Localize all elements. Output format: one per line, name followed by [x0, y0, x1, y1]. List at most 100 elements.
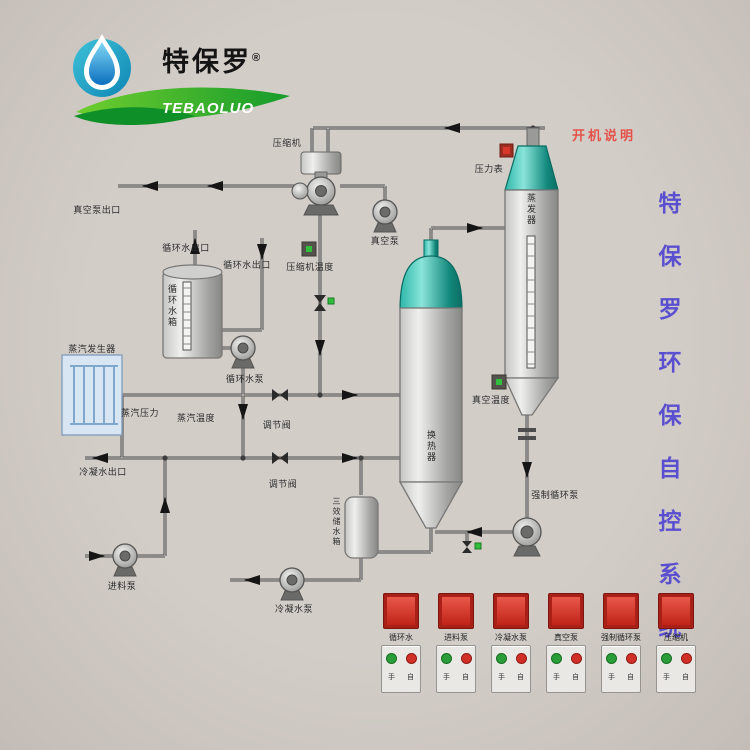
stop-button[interactable]	[625, 653, 637, 664]
label-compressor-temp: 压缩机温度	[286, 262, 334, 272]
brand-text: 特保罗	[162, 47, 252, 77]
auto-label: 自	[627, 674, 634, 681]
panel-button-box: 手自	[656, 645, 696, 693]
label-evaporator: 蒸发器	[526, 193, 536, 226]
panel-display-screen	[552, 597, 580, 625]
side-title: 特 保 罗 环 保 自 控 系 统	[656, 184, 684, 642]
label-regulating-valve-a: 调节阀	[262, 420, 292, 430]
registered-mark: ®	[252, 52, 264, 64]
label-circulating-pump: 循环水泵	[225, 374, 265, 384]
start-button[interactable]	[385, 653, 397, 664]
stop-button[interactable]	[405, 653, 417, 664]
panel-display[interactable]	[383, 593, 419, 629]
panel-label: 压缩机	[664, 633, 688, 642]
side-title-char: 控	[658, 508, 682, 534]
brand-name-en: TEBAOLUO	[162, 100, 255, 117]
pipe-junction-dots	[162, 125, 536, 461]
panel-button-box: 手自	[601, 645, 641, 693]
panel-display[interactable]	[493, 593, 529, 629]
manual-label: 手	[608, 674, 615, 681]
auto-label: 自	[407, 674, 414, 681]
panel-display-screen	[387, 597, 415, 625]
panel-display[interactable]	[603, 593, 639, 629]
label-effect-water-tank: 三效储水箱	[332, 497, 341, 547]
side-title-char: 保	[658, 402, 682, 428]
label-circ-water-outlet-a: 循环水出口	[162, 243, 210, 253]
control-panel-feed-pump: 进料泵 手自	[435, 593, 477, 693]
panel-label: 真空泵	[554, 633, 578, 642]
manual-label: 手	[553, 674, 560, 681]
label-vacuum-pump: 真空泵	[370, 236, 400, 246]
side-title-char: 环	[658, 349, 682, 375]
panel-display[interactable]	[658, 593, 694, 629]
panel-display[interactable]	[548, 593, 584, 629]
panel-label: 进料泵	[444, 633, 468, 642]
control-panels: 循环水 手自 进料泵 手自 冷凝水泵 手自 真空泵	[380, 593, 697, 693]
control-panel-compressor: 压缩机 手自	[655, 593, 697, 693]
panel-button-box: 手自	[546, 645, 586, 693]
control-panel-circ-water: 循环水 手自	[380, 593, 422, 693]
startup-note: 开机说明	[571, 128, 637, 143]
side-title-char: 罗	[658, 296, 682, 322]
label-circulation-tank: 循环水箱	[167, 284, 177, 328]
stop-button[interactable]	[570, 653, 582, 664]
valves	[272, 295, 482, 553]
side-title-char: 自	[658, 455, 682, 481]
feed-pump	[112, 543, 138, 577]
panel-label: 冷凝水泵	[495, 633, 527, 642]
label-vacuum-temperature: 真空温度	[471, 395, 511, 405]
effect-water-tank	[344, 496, 379, 559]
shutoff-valve-compressor-line	[314, 295, 335, 311]
panel-display-screen	[442, 597, 470, 625]
circulating-water-pump	[230, 335, 256, 369]
brand-logo: 特保罗® TEBAOLUO	[66, 20, 306, 130]
condensate-pump	[279, 567, 305, 601]
tank-level-gauge	[182, 281, 192, 351]
stop-button[interactable]	[460, 653, 472, 664]
water-drop-icon	[73, 34, 131, 97]
pressure-gauge-instrument	[499, 143, 514, 158]
start-button[interactable]	[440, 653, 452, 664]
label-steam-pressure: 蒸汽压力	[120, 408, 160, 418]
vacuum-pump	[372, 199, 398, 233]
evaporator	[503, 127, 560, 440]
forced-circulation-pump	[512, 517, 542, 557]
panel-label: 循环水	[389, 633, 413, 642]
panel-label: 强制循环泵	[601, 633, 641, 642]
control-panel-vacuum-pump: 真空泵 手自	[545, 593, 587, 693]
drain-valve	[462, 541, 482, 553]
stop-button[interactable]	[680, 653, 692, 664]
compressor-unit	[291, 151, 342, 216]
control-panel-condensate-pump: 冷凝水泵 手自	[490, 593, 532, 693]
flow-arrows	[89, 123, 532, 585]
label-vacuum-pump-outlet: 真空泵出口	[73, 205, 121, 215]
instruments	[301, 143, 514, 390]
control-panel-forced-circ-pump: 强制循环泵 手自	[600, 593, 642, 693]
compressor-temp-sensor	[301, 241, 317, 257]
green-leaf-swoosh-icon	[74, 87, 290, 125]
panel-display-screen	[662, 597, 690, 625]
label-condensate-outlet: 冷凝水出口	[79, 467, 127, 477]
start-button[interactable]	[495, 653, 507, 664]
label-condensate-pump: 冷凝水泵	[274, 604, 314, 614]
label-heat-exchanger: 换热器	[426, 430, 436, 463]
panel-display-screen	[607, 597, 635, 625]
flange	[518, 428, 536, 432]
manual-label: 手	[663, 674, 670, 681]
start-button[interactable]	[660, 653, 672, 664]
start-button[interactable]	[550, 653, 562, 664]
start-button[interactable]	[605, 653, 617, 664]
stop-button[interactable]	[515, 653, 527, 664]
label-regulating-valve-b: 调节阀	[268, 479, 298, 489]
regulating-valve-a	[272, 389, 288, 401]
label-compressor: 压缩机	[272, 138, 302, 148]
manual-label: 手	[388, 674, 395, 681]
side-title-char: 保	[658, 243, 682, 269]
panel-button-box: 手自	[381, 645, 421, 693]
label-pressure-gauge: 压力表	[474, 164, 504, 174]
panel-display[interactable]	[438, 593, 474, 629]
manual-label: 手	[498, 674, 505, 681]
label-feed-pump: 进料泵	[107, 581, 137, 591]
flange	[518, 436, 536, 440]
